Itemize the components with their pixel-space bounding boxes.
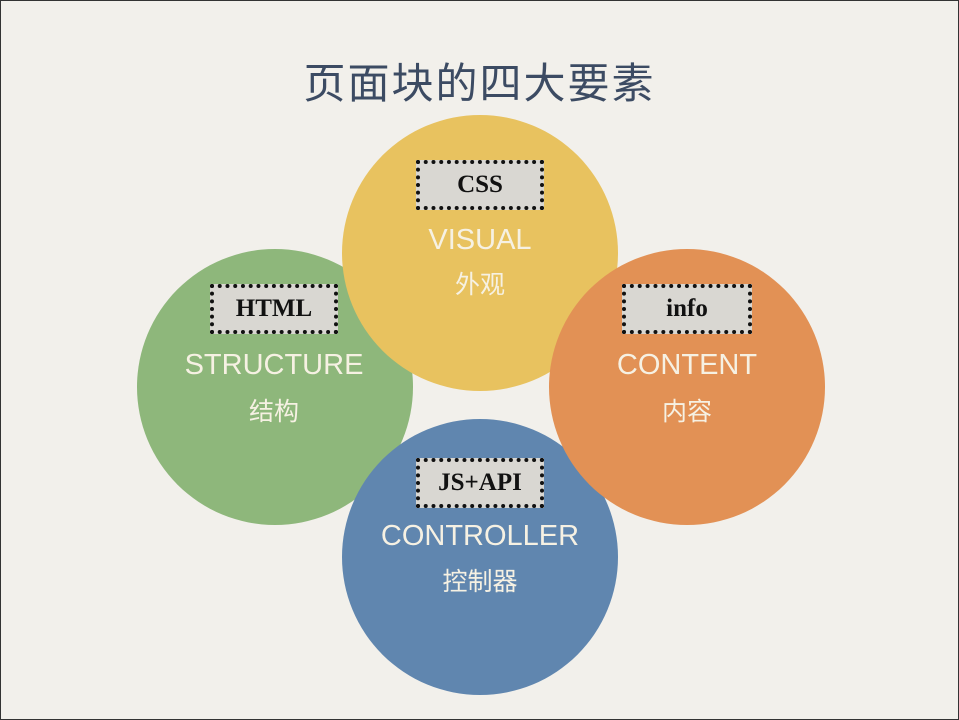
content-label: CONTENT	[616, 349, 758, 381]
css-tag: CSS	[416, 160, 544, 210]
content-sublabel: 内容	[661, 397, 712, 426]
controller-label: CONTROLLER	[380, 520, 580, 552]
structure-sublabel: 结构	[248, 397, 299, 426]
structure-label: STRUCTURE	[184, 349, 364, 381]
controller-sublabel: 控制器	[442, 567, 518, 596]
slide-title: 页面块的四大要素	[303, 59, 656, 108]
visual-sublabel: 外观	[454, 270, 505, 299]
html-tag: HTML	[210, 284, 338, 334]
visual-label: VISUAL	[428, 224, 532, 256]
info-tag: info	[622, 284, 752, 334]
jsapi-tag: JS+API	[416, 458, 544, 508]
